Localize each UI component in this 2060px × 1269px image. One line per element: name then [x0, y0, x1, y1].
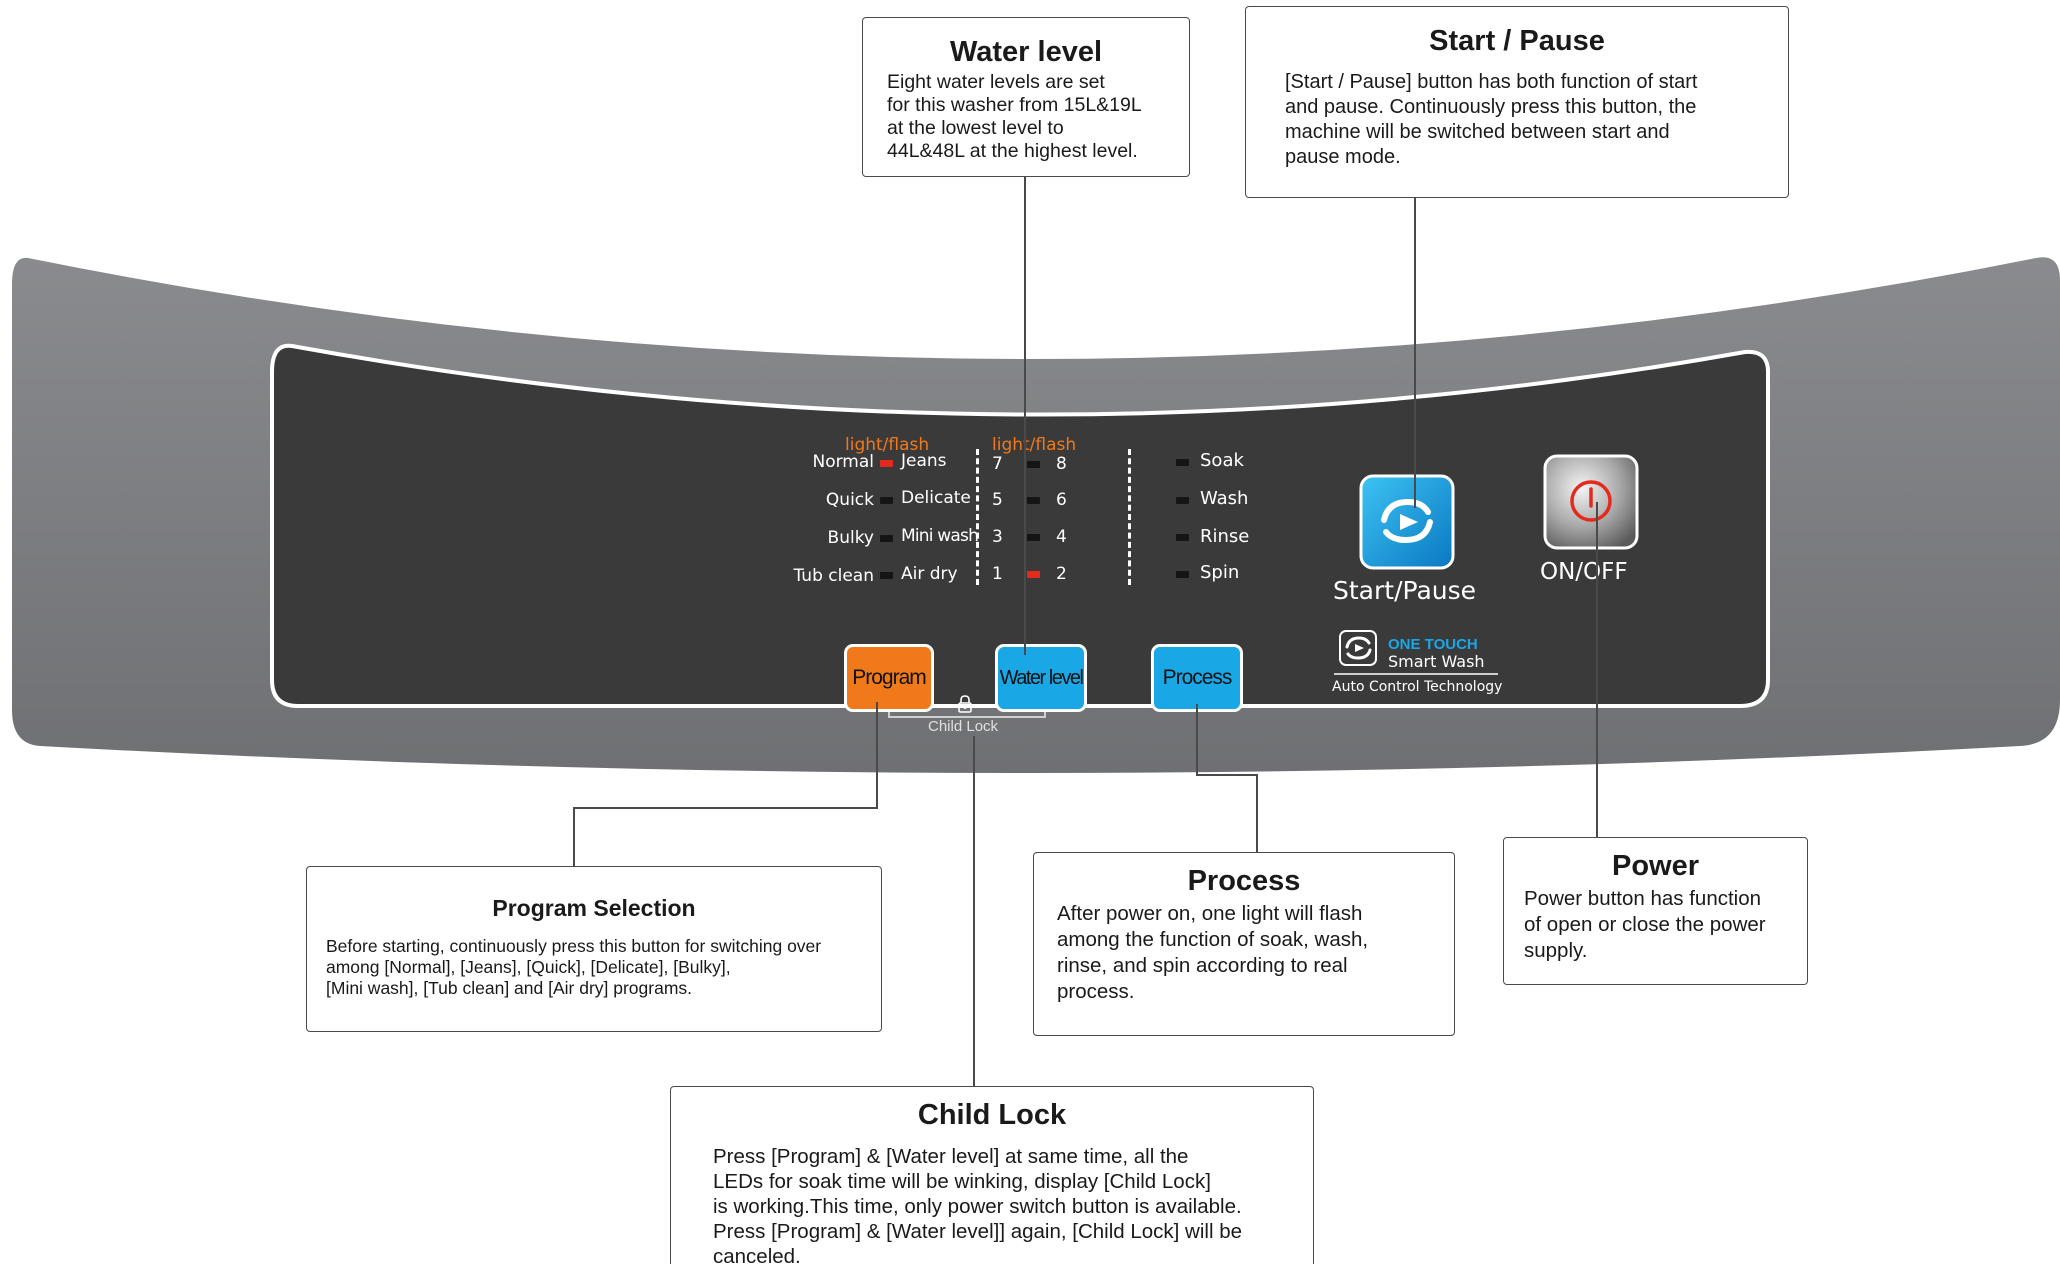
connector-program [573, 807, 575, 867]
process-button[interactable]: Process [1151, 644, 1243, 712]
power-callout-title: Power [1611, 850, 1700, 882]
process-label-rinse: Rinse [1200, 526, 1250, 547]
water-level-flash-label: light/flash [992, 435, 1077, 455]
program-label-air-dry: Air dry [901, 564, 958, 584]
water-level-number: 3 [992, 527, 1003, 547]
start-pause-label: Start/Pause [1333, 576, 1477, 605]
water-level-led-active [1027, 571, 1040, 578]
water-level-number: 2 [1056, 564, 1067, 584]
child-lock-label: Child Lock [928, 718, 999, 735]
callout-line: supply. [1524, 939, 1588, 962]
process-led-spin [1176, 571, 1189, 578]
program-led-tub-clean [880, 572, 893, 579]
process-label-soak: Soak [1200, 450, 1244, 471]
callout-line: and pause. Continuously press this butto… [1285, 96, 1697, 118]
water-level-led [1027, 461, 1040, 468]
brand-line1: ONE TOUCH [1388, 636, 1478, 653]
program-led-normal [880, 460, 893, 467]
callout-line: Press [Program] & [Water level]] again, … [713, 1220, 1243, 1243]
callout-line: at the lowest level to [887, 117, 1064, 139]
callout-line: process. [1057, 980, 1135, 1003]
callout-line: among [Normal], [Jeans], [Quick], [Delic… [326, 957, 731, 977]
program-flash-label: light/flash [845, 435, 930, 455]
child-lock-callout-title: Child Lock [917, 1099, 1067, 1131]
program-led-quick [880, 497, 893, 504]
water-level-number: 8 [1056, 454, 1067, 474]
callout-line: Power button has function [1524, 887, 1762, 910]
callout-line: canceled. [713, 1245, 801, 1268]
brand-line2: Smart Wash [1388, 652, 1485, 671]
callout-line: 44L&48L at the highest level. [887, 140, 1138, 162]
connector-program [876, 702, 878, 809]
start-pause-callout-title: Start / Pause [1429, 25, 1605, 57]
water-level-callout: Water level Eight water levels are set f… [862, 17, 1190, 177]
process-callout-title: Process [1187, 865, 1301, 897]
callout-line: Eight water levels are set [887, 71, 1105, 93]
callout-line: Before starting, continuously press this… [326, 936, 822, 956]
connector-process [1196, 704, 1198, 776]
program-label-quick: Quick [825, 490, 874, 510]
connector-child-lock [973, 736, 975, 1086]
water-level-number: 7 [992, 454, 1003, 474]
water-level-callout-title: Water level [949, 36, 1103, 68]
on-off-label: ON/OFF [1540, 559, 1628, 585]
connector-process [1256, 774, 1258, 853]
process-label-spin: Spin [1200, 562, 1240, 583]
water-level-led [1027, 497, 1040, 504]
callout-line: of open or close the power [1524, 913, 1766, 936]
program-label-delicate: Delicate [901, 488, 971, 508]
brand-underline [1334, 673, 1498, 675]
callout-line: is working.This time, only power switch … [713, 1195, 1242, 1218]
program-selection-callout-title: Program Selection [492, 895, 696, 921]
process-led-soak [1176, 459, 1189, 466]
callout-line: LEDs for soak time will be winking, disp… [713, 1170, 1211, 1193]
connector-start-pause [1414, 198, 1416, 508]
callout-line: [Mini wash], [Tub clean] and [Air dry] p… [326, 978, 693, 998]
water-level-button[interactable]: Water level [995, 644, 1087, 712]
divider [1128, 449, 1134, 585]
water-level-number: 4 [1056, 527, 1067, 547]
connector-water-level [1024, 177, 1026, 655]
program-button[interactable]: Program [844, 644, 934, 712]
process-label-wash: Wash [1200, 488, 1249, 509]
divider [976, 449, 982, 585]
callout-line: Press [Program] & [Water level] at same … [713, 1145, 1189, 1168]
connector-program [573, 807, 878, 809]
smart-wash-icon [1381, 498, 1433, 544]
lock-icon [958, 695, 972, 713]
callout-line: [Start / Pause] button has both function… [1285, 71, 1698, 93]
panel-inner [270, 343, 1770, 708]
program-selection-callout: Program Selection Before starting, conti… [306, 866, 882, 1032]
water-level-number: 1 [992, 564, 1003, 584]
connector-process [1196, 774, 1258, 776]
process-callout: Process After power on, one light will f… [1033, 852, 1455, 1036]
callout-line: for this washer from 15L&19L [887, 94, 1142, 116]
child-lock-callout: Child Lock Press [Program] & [Water leve… [670, 1086, 1314, 1268]
callout-line: After power on, one light will flash [1057, 902, 1363, 925]
water-level-number: 5 [992, 490, 1003, 510]
connector-power [1596, 502, 1598, 838]
program-label-bulky: Bulky [827, 528, 874, 548]
brand-tagline: Auto Control Technology [1332, 679, 1503, 695]
program-label-jeans: Jeans [901, 451, 947, 471]
program-label-tub-clean: Tub clean [793, 566, 875, 586]
water-level-led [1027, 534, 1040, 541]
program-label-mini-wash: Mini wash [901, 526, 979, 546]
program-led-bulky [880, 535, 893, 542]
water-level-number: 6 [1056, 490, 1067, 510]
callout-line: among the function of soak, wash, [1057, 928, 1369, 951]
callout-line: rinse, and spin according to real [1057, 954, 1348, 977]
power-icon [1570, 480, 1612, 522]
power-callout: Power Power button has function of open … [1503, 837, 1808, 985]
smart-wash-icon [1339, 630, 1377, 666]
process-led-rinse [1176, 534, 1189, 541]
program-label-normal: Normal [812, 452, 874, 472]
start-pause-callout: Start / Pause [Start / Pause] button has… [1245, 6, 1789, 198]
process-led-wash [1176, 497, 1189, 504]
callout-line: pause mode. [1285, 146, 1401, 168]
callout-line: machine will be switched between start a… [1285, 121, 1670, 143]
